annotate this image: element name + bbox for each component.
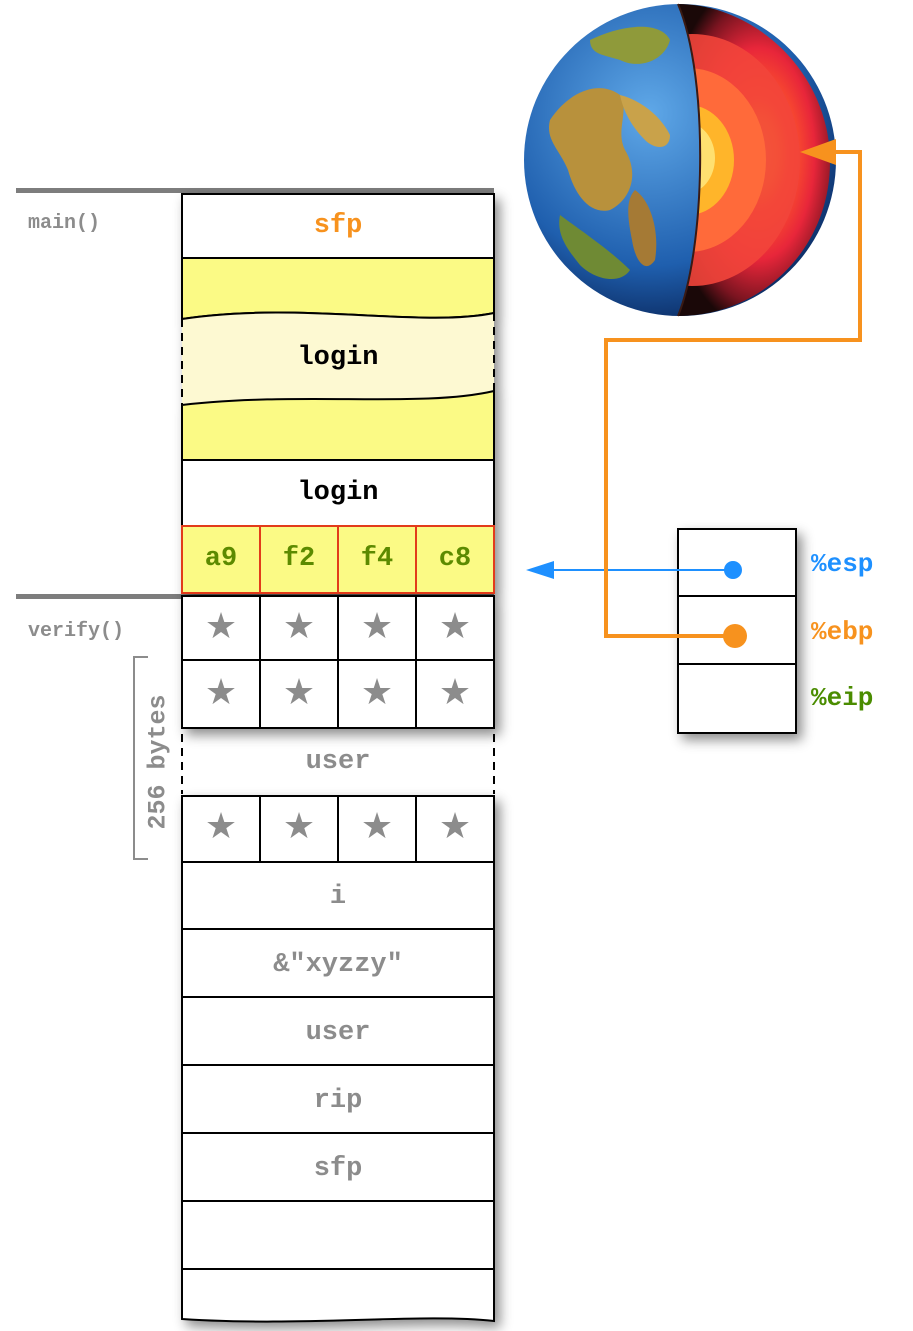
main-frame-label: main() [28,212,101,235]
byte-cell-2: f2 [282,544,316,574]
esp-register-label: %esp [811,549,874,579]
eip-register-label: %eip [811,683,874,713]
byte-cell-1: a9 [204,544,238,574]
star-icon: ★ [204,672,238,713]
star-icon: ★ [204,806,238,847]
esp-dot [724,561,742,579]
star-icon: ★ [360,606,394,647]
earth-core-icon [524,3,836,317]
star-icon: ★ [204,606,238,647]
verify-frame-label: verify() [28,620,125,643]
user-buffer-gap [181,734,495,794]
login-pointer-cell: login [297,478,379,508]
star-icon: ★ [282,672,316,713]
ebp-arrowhead [800,139,836,165]
i-cell: i [329,882,347,912]
main-frame-top-line [16,188,494,193]
star-icon: ★ [282,606,316,647]
ebp-register-label: %ebp [811,617,874,647]
user-buffer-cell: user [305,747,371,777]
star-icon: ★ [438,606,472,647]
xyzzy-pointer-cell: &"xyzzy" [273,950,403,980]
ebp-arrow [604,150,862,638]
sfp-top-cell: sfp [313,211,363,241]
rip-cell: rip [313,1086,363,1116]
star-icon: ★ [282,806,316,847]
byte-cell-4: c8 [438,544,472,574]
user-pointer-cell: user [305,1018,371,1048]
esp-arrowhead [526,561,554,579]
star-icon: ★ [360,806,394,847]
stack-upper [181,193,495,729]
size-brace [133,656,148,860]
byte-cell-3: f4 [360,544,394,574]
stack-lower [181,795,495,1325]
star-icon: ★ [438,806,472,847]
login-buffer-cell: login [297,343,379,373]
sfp-bottom-cell: sfp [313,1154,363,1184]
star-icon: ★ [360,672,394,713]
star-icon: ★ [438,672,472,713]
ebp-dot [723,624,747,648]
